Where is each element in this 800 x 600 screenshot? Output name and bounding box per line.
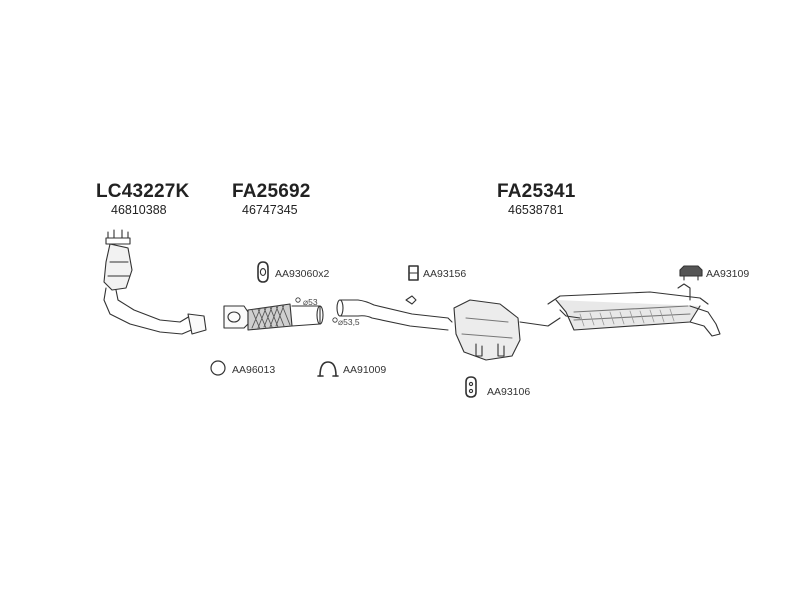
catalyst-front-pipe-drawing <box>103 229 207 335</box>
group-title-exhaust: FA25341 <box>497 181 576 202</box>
rubber-mount-icon <box>465 376 477 398</box>
label-clamp-pair: AA93060x2 <box>275 268 330 280</box>
label-bracket-mount: AA93109 <box>706 268 750 280</box>
ring-gasket-icon <box>210 360 226 376</box>
middle-pipe-silencer-drawing <box>336 295 561 361</box>
dimension-marker-53 <box>295 297 301 303</box>
dimension-label-53-5: ⌀53,5 <box>338 317 360 327</box>
label-ring-gasket: AA96013 <box>232 364 276 376</box>
flex-pipe-drawing <box>223 303 324 331</box>
label-hanger-a: AA93156 <box>423 268 467 280</box>
rear-silencer-drawing <box>547 283 721 337</box>
bracket-mount-icon <box>679 265 703 281</box>
group-title-catalyst: LC43227K <box>96 181 190 202</box>
group-oe-catalyst: 46810388 <box>111 203 167 217</box>
dimension-label-53: ⌀53 <box>303 297 318 307</box>
clamp-pair-icon <box>257 261 269 283</box>
group-oe-flex: 46747345 <box>242 203 298 217</box>
dimension-marker-53-5 <box>332 317 338 323</box>
group-oe-exhaust: 46538781 <box>508 203 564 217</box>
label-rubber-mount: AA93106 <box>487 386 531 398</box>
group-title-flex: FA25692 <box>232 181 311 202</box>
pipe-clamp-icon <box>317 361 339 377</box>
label-pipe-clamp: AA91009 <box>343 364 387 376</box>
hanger-icon <box>408 265 419 281</box>
